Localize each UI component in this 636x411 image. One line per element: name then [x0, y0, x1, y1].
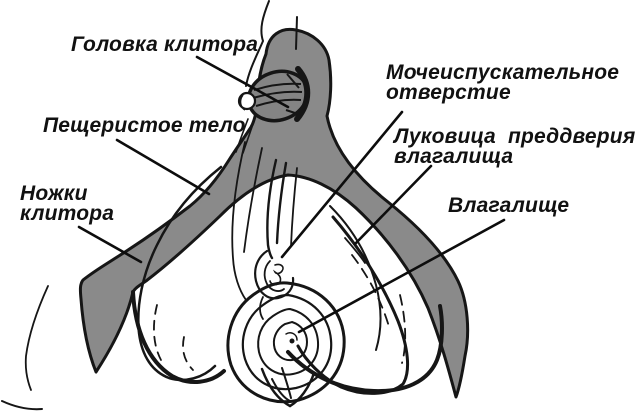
label-vagina: Влагалище [448, 194, 570, 217]
leader-urethral-opening [280, 110, 404, 259]
glans-frenulum-loop [237, 91, 257, 111]
glans-clitoris-shape [237, 66, 311, 123]
label-corpus-cavernosum: Пещеристое тело [43, 114, 246, 137]
vaginal-opening-shape [226, 281, 346, 404]
tissue-contour-lines [1, 0, 382, 411]
leader-glans [195, 55, 290, 109]
glans-hatching [252, 73, 303, 115]
label-crura-clitoris: Ножки клитора [20, 182, 115, 225]
perineum-contour [260, 367, 316, 408]
leader-vagina [297, 218, 506, 334]
glans-fold [294, 66, 311, 122]
leader-corpus [115, 138, 211, 196]
label-glans-clitoris: Головка клитора [71, 33, 259, 56]
leader-vestibular-bulb [353, 164, 433, 246]
label-vestibular-bulb: Луковица преддверия влагалища [394, 125, 636, 168]
left-vestibular-bulb [131, 165, 226, 384]
leader-crura [77, 225, 143, 264]
label-leader-lines [77, 55, 506, 334]
glans-frenulum-arc [239, 94, 246, 111]
label-urethral-opening: Мочеиспускательное отверстие [386, 61, 620, 104]
